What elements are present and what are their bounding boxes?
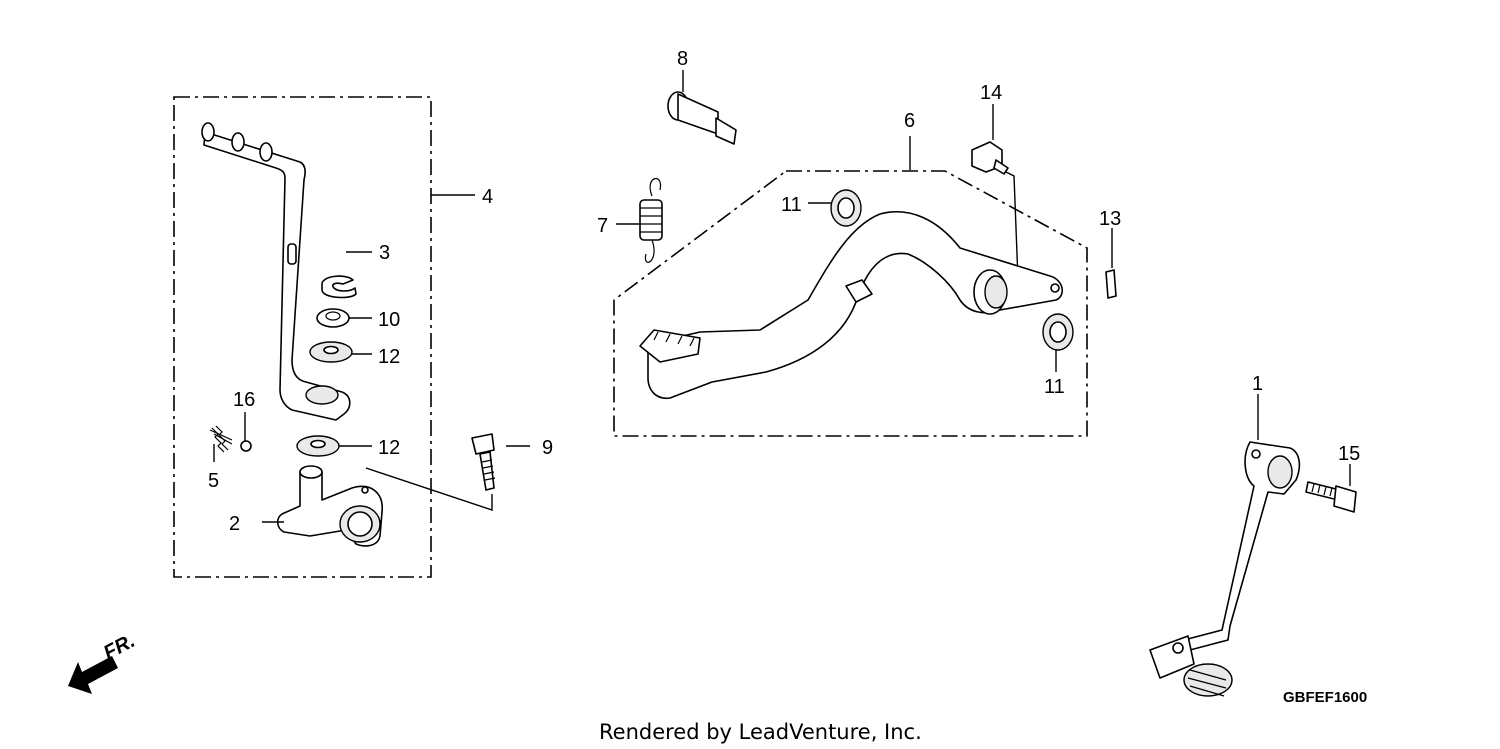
cotter-pin [1105, 228, 1117, 299]
brake-pedal-group-frame [613, 170, 1088, 437]
dust-seal-upper [808, 189, 862, 227]
pivot-bolt [667, 70, 737, 145]
return-spring [616, 178, 663, 264]
callout-10: 10 [378, 309, 400, 331]
friction-washer-upper [309, 341, 353, 363]
callout-11-lower: 11 [1044, 376, 1065, 398]
brake-pedal [639, 136, 1063, 400]
pedal-clip [971, 104, 1019, 281]
callout-13: 13 [1099, 208, 1121, 230]
washer [316, 308, 350, 328]
callout-4: 4 [482, 186, 493, 208]
front-label: FR. [100, 630, 139, 665]
callout-3: 3 [379, 242, 390, 264]
callout-15: 15 [1338, 443, 1360, 465]
circlip [321, 275, 357, 299]
callout-2: 2 [229, 513, 240, 535]
callout-1: 1 [1252, 373, 1263, 395]
callout-5: 5 [208, 470, 219, 492]
kick-bolt [365, 433, 530, 511]
front-arrow-icon [68, 656, 118, 694]
gearshift-bolt [1305, 464, 1357, 513]
footer-credit: Rendered by LeadVenture, Inc. [599, 720, 922, 744]
kick-starter-group [173, 96, 475, 578]
friction-washer-lower [296, 435, 340, 457]
brake-pedal-group [613, 70, 1117, 437]
steel-ball [240, 440, 252, 452]
kick-starter-group-frame [173, 96, 432, 578]
callout-8: 8 [677, 48, 688, 70]
front-direction-indicator: FR. [68, 630, 139, 694]
callout-12-lower: 12 [378, 437, 400, 459]
gearshift-pedal [1149, 394, 1301, 697]
dust-seal-lower [1042, 313, 1074, 372]
callout-14: 14 [980, 82, 1002, 104]
callout-7: 7 [597, 215, 608, 237]
kick-starter-holder [276, 465, 383, 547]
diagram-code: GBFEF1600 [1283, 689, 1367, 706]
callout-9: 9 [542, 437, 553, 459]
callout-12-upper: 12 [378, 346, 400, 368]
callout-11-upper: 11 [781, 194, 802, 216]
kick-starter-arm [201, 122, 351, 421]
callout-16: 16 [233, 389, 255, 411]
callout-6: 6 [904, 110, 915, 132]
kick-spring [209, 425, 233, 453]
